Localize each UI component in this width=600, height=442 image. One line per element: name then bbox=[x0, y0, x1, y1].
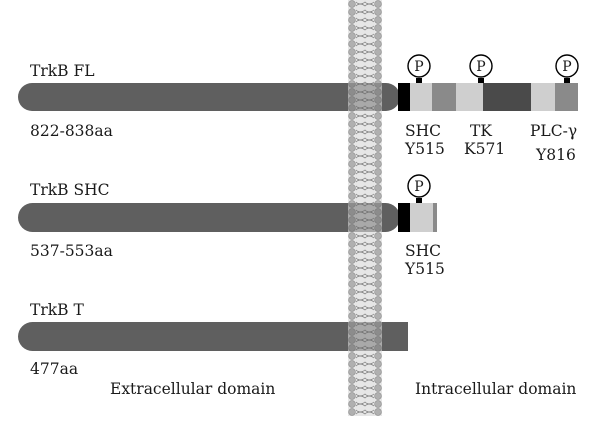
receptor-length-trkb-t: 477aa bbox=[30, 360, 78, 378]
truncated-end bbox=[394, 322, 408, 351]
site-label-plc: PLC-γ bbox=[530, 122, 577, 140]
site-label-shc-residue: Y515 bbox=[404, 260, 445, 278]
mid-segment bbox=[433, 203, 437, 232]
mid-segment bbox=[555, 83, 578, 111]
extracellular-body bbox=[18, 322, 408, 351]
phospho-label: P bbox=[414, 179, 423, 195]
phospho-label: P bbox=[476, 59, 485, 75]
site-label-plc-residue: Y816 bbox=[535, 146, 576, 164]
site-label-tk-residue: K571 bbox=[464, 140, 505, 158]
receptor-trkb-t: TrkB T 477aa bbox=[18, 301, 408, 378]
receptor-length-trkb-shc: 537-553aa bbox=[30, 242, 113, 260]
shc-site-block bbox=[398, 203, 410, 232]
intracellular-domain-label: Intracellular domain bbox=[415, 380, 576, 398]
extracellular-body bbox=[18, 203, 400, 232]
receptor-name-trkb-t: TrkB T bbox=[30, 301, 84, 319]
receptor-name-trkb-fl: TrkB FL bbox=[30, 62, 95, 80]
receptor-trkb-shc: TrkB SHC P 537-553aa SHC Y515 bbox=[18, 174, 445, 278]
phosphate-marker: P bbox=[407, 54, 431, 83]
light-segment bbox=[531, 83, 555, 111]
site-label-tk: TK bbox=[470, 122, 492, 140]
mid-segment bbox=[432, 83, 456, 111]
extracellular-domain-label: Extracellular domain bbox=[110, 380, 275, 398]
receptor-name-trkb-shc: TrkB SHC bbox=[30, 181, 109, 199]
phosphate-marker: P bbox=[407, 174, 431, 203]
site-label-shc-residue: Y515 bbox=[404, 140, 445, 158]
phosphate-marker: P bbox=[469, 54, 493, 83]
tk-domain bbox=[483, 83, 531, 111]
phospho-label: P bbox=[562, 59, 571, 75]
light-segment bbox=[410, 83, 432, 111]
membrane-overlay bbox=[348, 322, 382, 351]
phosphate-marker: P bbox=[555, 54, 579, 83]
membrane-overlay bbox=[348, 83, 382, 111]
shc-site-block bbox=[398, 83, 410, 111]
light-segment bbox=[410, 203, 433, 232]
site-label-shc: SHC bbox=[405, 122, 441, 140]
light-segment bbox=[456, 83, 483, 111]
receptor-trkb-fl: TrkB FL P P P 822-838aa SHC Y bbox=[18, 54, 579, 164]
site-label-shc: SHC bbox=[405, 242, 441, 260]
membrane-overlay bbox=[348, 203, 382, 232]
receptor-length-trkb-fl: 822-838aa bbox=[30, 122, 113, 140]
phospho-label: P bbox=[414, 59, 423, 75]
extracellular-body bbox=[18, 83, 400, 111]
